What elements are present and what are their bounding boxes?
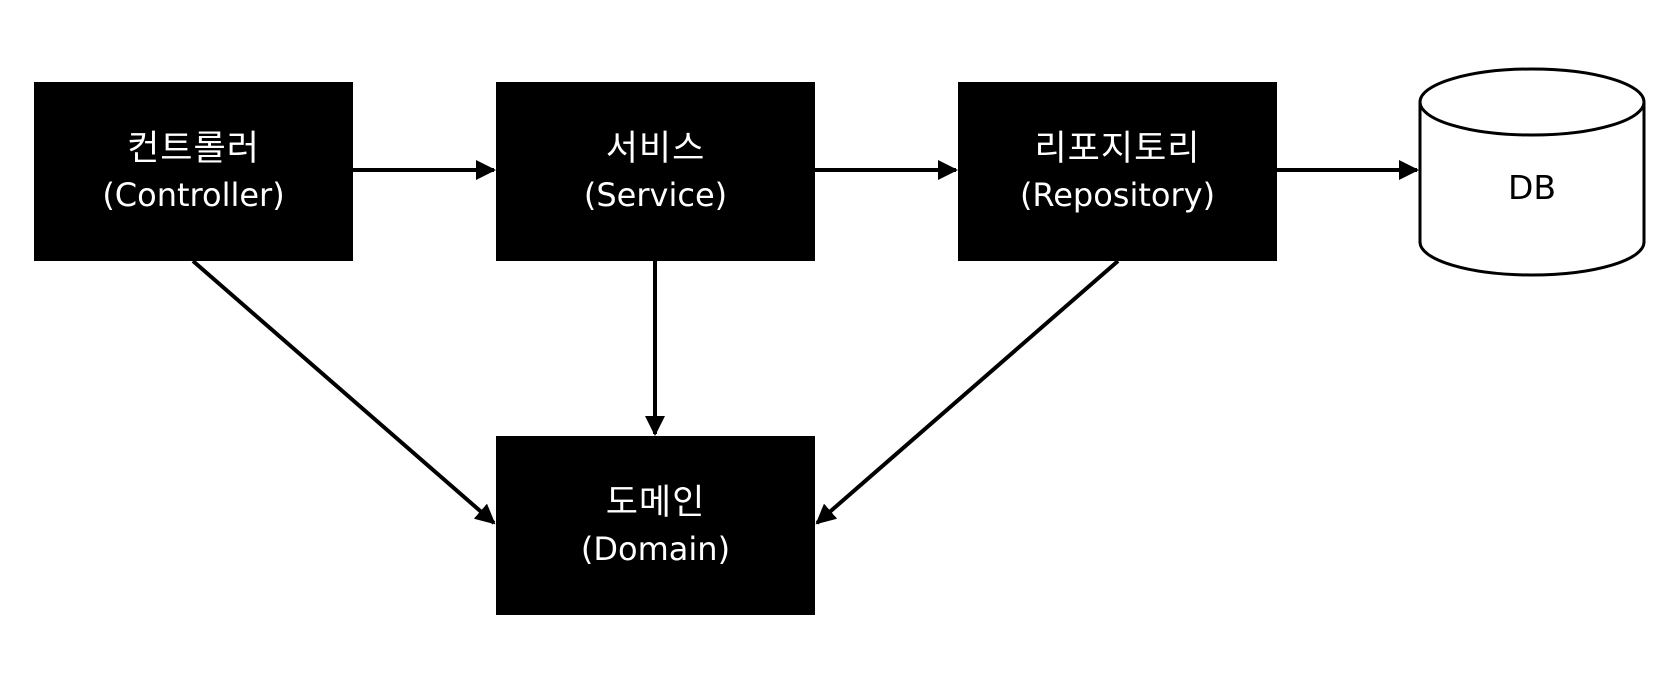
- service-node: 서비스 (Service): [496, 82, 815, 261]
- edge-repository-to-domain: [815, 259, 1120, 525]
- service-label-ko: 서비스: [605, 129, 706, 170]
- repository-label-ko: 리포지토리: [1034, 129, 1201, 170]
- service-label-en: (Service): [583, 175, 728, 214]
- db-cylinder-icon: [1418, 67, 1646, 277]
- db-label: DB: [1507, 168, 1557, 207]
- controller-label-en: (Controller): [102, 175, 285, 214]
- domain-label-ko: 도메인: [605, 483, 706, 524]
- repository-node: 리포지토리 (Repository): [958, 82, 1277, 261]
- controller-node: 컨트롤러 (Controller): [34, 82, 353, 261]
- domain-label-en: (Domain): [580, 529, 731, 568]
- domain-node: 도메인 (Domain): [496, 436, 815, 615]
- repository-label-en: (Repository): [1019, 175, 1216, 214]
- edge-controller-to-domain: [191, 259, 496, 525]
- controller-label-ko: 컨트롤러: [127, 129, 260, 170]
